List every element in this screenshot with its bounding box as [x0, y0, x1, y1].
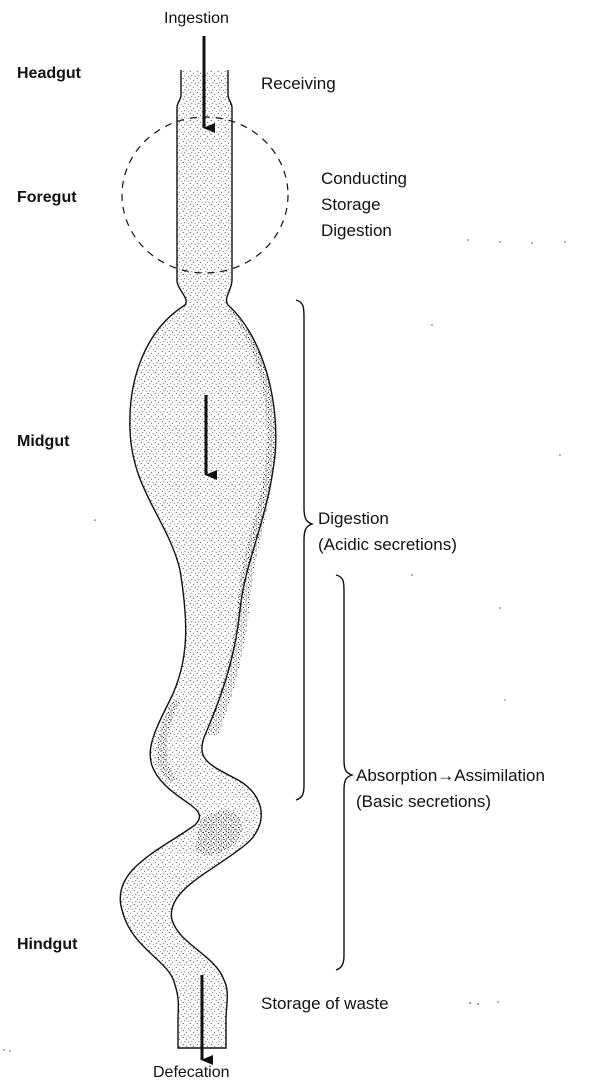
basic-secretions-label: (Basic secretions) — [356, 789, 545, 815]
midgut-digestion-text: Digestion (Acidic secretions) — [318, 506, 457, 558]
digestion-foregut-label: Digestion — [321, 218, 407, 244]
storage-label: Storage — [321, 192, 407, 218]
acidic-secretions-label: (Acidic secretions) — [318, 532, 457, 558]
hindgut-label: Hindgut — [17, 935, 77, 955]
absorption-assimilation-label: Absorption→Assimilation — [356, 763, 545, 789]
foregut-label: Foregut — [17, 188, 77, 208]
defecation-label: Defecation — [153, 1063, 230, 1083]
midgut-label: Midgut — [17, 432, 69, 452]
headgut-label: Headgut — [17, 64, 81, 84]
background-speckles — [3, 239, 566, 1052]
storage-of-waste-label: Storage of waste — [261, 994, 389, 1014]
absorption-text: Absorption→Assimilation (Basic secretion… — [356, 763, 545, 815]
foregut-functions: Conducting Storage Digestion — [321, 166, 407, 244]
absorption-brace — [336, 575, 352, 970]
digestion-label: Digestion — [318, 506, 457, 532]
receiving-label: Receiving — [261, 74, 336, 94]
conducting-label: Conducting — [321, 166, 407, 192]
ingestion-label: Ingestion — [164, 9, 229, 29]
digestion-brace — [296, 300, 312, 800]
